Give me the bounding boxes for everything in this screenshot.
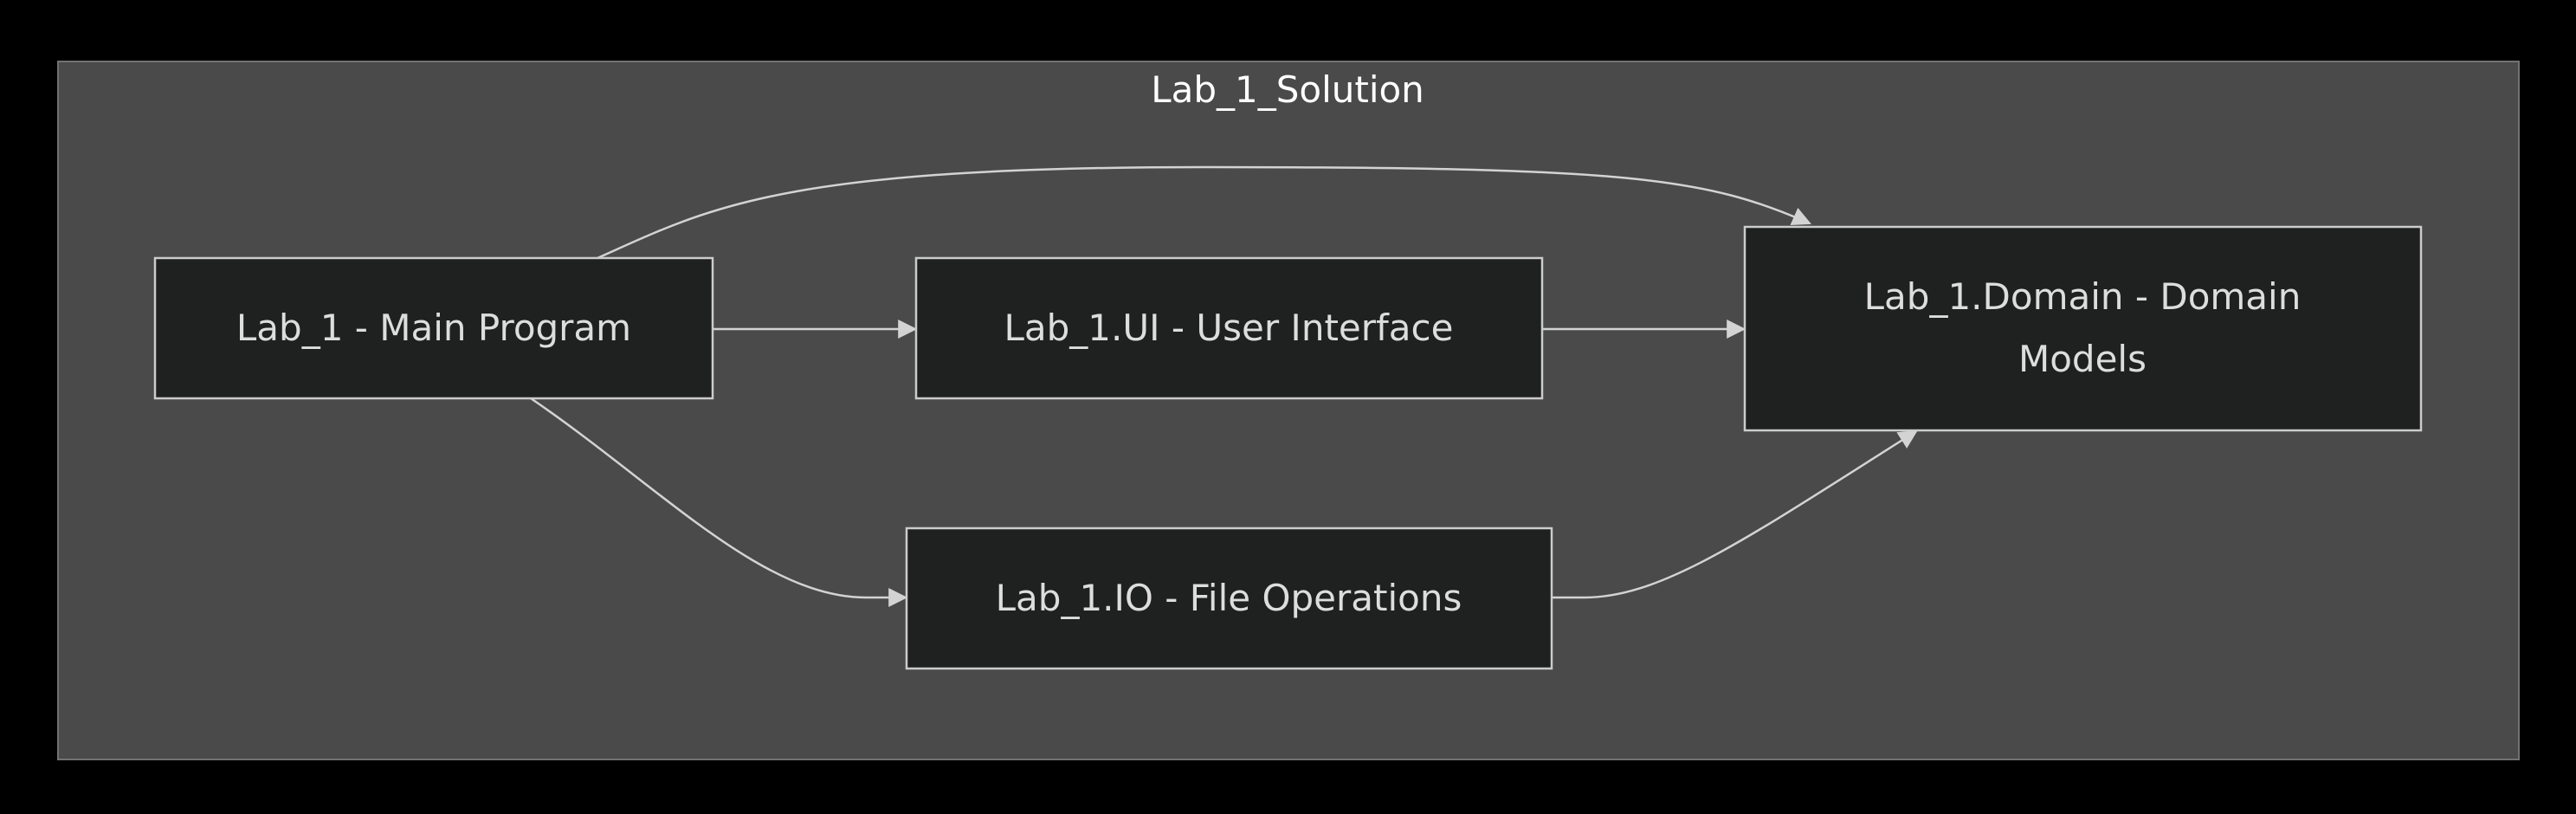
node-label: Lab_1.IO - File Operations <box>996 577 1462 619</box>
edge-io-to-domain <box>1552 430 1918 599</box>
node-file-operations[interactable]: Lab_1.IO - File Operations <box>905 527 1553 670</box>
node-label: Lab_1.UI - User Interface <box>1004 307 1454 349</box>
cluster-title: Lab_1_Solution <box>1151 68 1424 111</box>
edges <box>530 165 1918 607</box>
node-box <box>1743 225 2423 432</box>
node-box <box>153 256 714 400</box>
node-user-interface[interactable]: Lab_1.UI - User Interface <box>914 256 1544 400</box>
node-label-line-2: Models <box>2018 338 2147 380</box>
node-box <box>905 527 1553 670</box>
node-box <box>914 256 1544 400</box>
node-main-program[interactable]: Lab_1 - Main Program <box>153 256 714 400</box>
edge-main-to-domain <box>597 165 1812 260</box>
node-domain-models[interactable]: Lab_1.Domain - Domain Models <box>1743 225 2423 432</box>
edge-main-to-io <box>530 397 908 607</box>
node-label: Lab_1 - Main Program <box>236 307 631 349</box>
node-label-line-1: Lab_1.Domain - Domain <box>1864 275 2302 318</box>
